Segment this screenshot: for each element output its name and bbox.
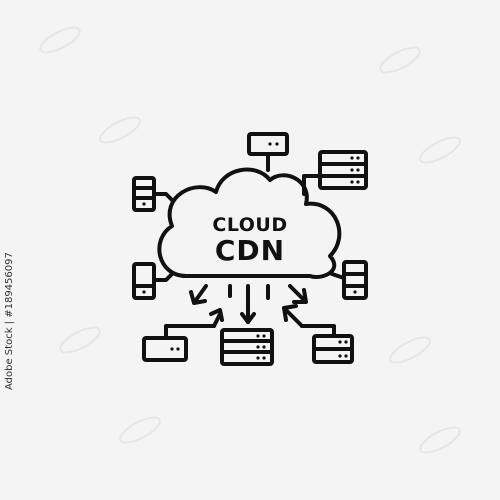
arrow-center-icon: [240, 284, 256, 324]
server-left-bottom-icon: [132, 262, 174, 300]
server-top-icon: [247, 132, 289, 172]
arrow-right-outer-icon: [288, 284, 308, 304]
server-left-top-icon: [132, 176, 174, 212]
server-bottom-right-icon: [312, 334, 354, 364]
arrow-left-outer-icon: [189, 284, 208, 305]
server-bottom-left-icon: [142, 336, 188, 362]
connector-bottom-right-icon: [282, 304, 336, 338]
stock-id-label: Adobe Stock | #189456097: [4, 252, 15, 390]
server-bottom-center-icon: [220, 328, 274, 366]
cloud-icon: [157, 167, 342, 279]
cdn-label: CDN: [214, 234, 286, 267]
server-right-icon: [330, 260, 368, 300]
cloud-label: CLOUD: [212, 214, 288, 236]
connector-bottom-left-icon: [164, 308, 224, 340]
server-top-right-icon: [302, 150, 368, 196]
